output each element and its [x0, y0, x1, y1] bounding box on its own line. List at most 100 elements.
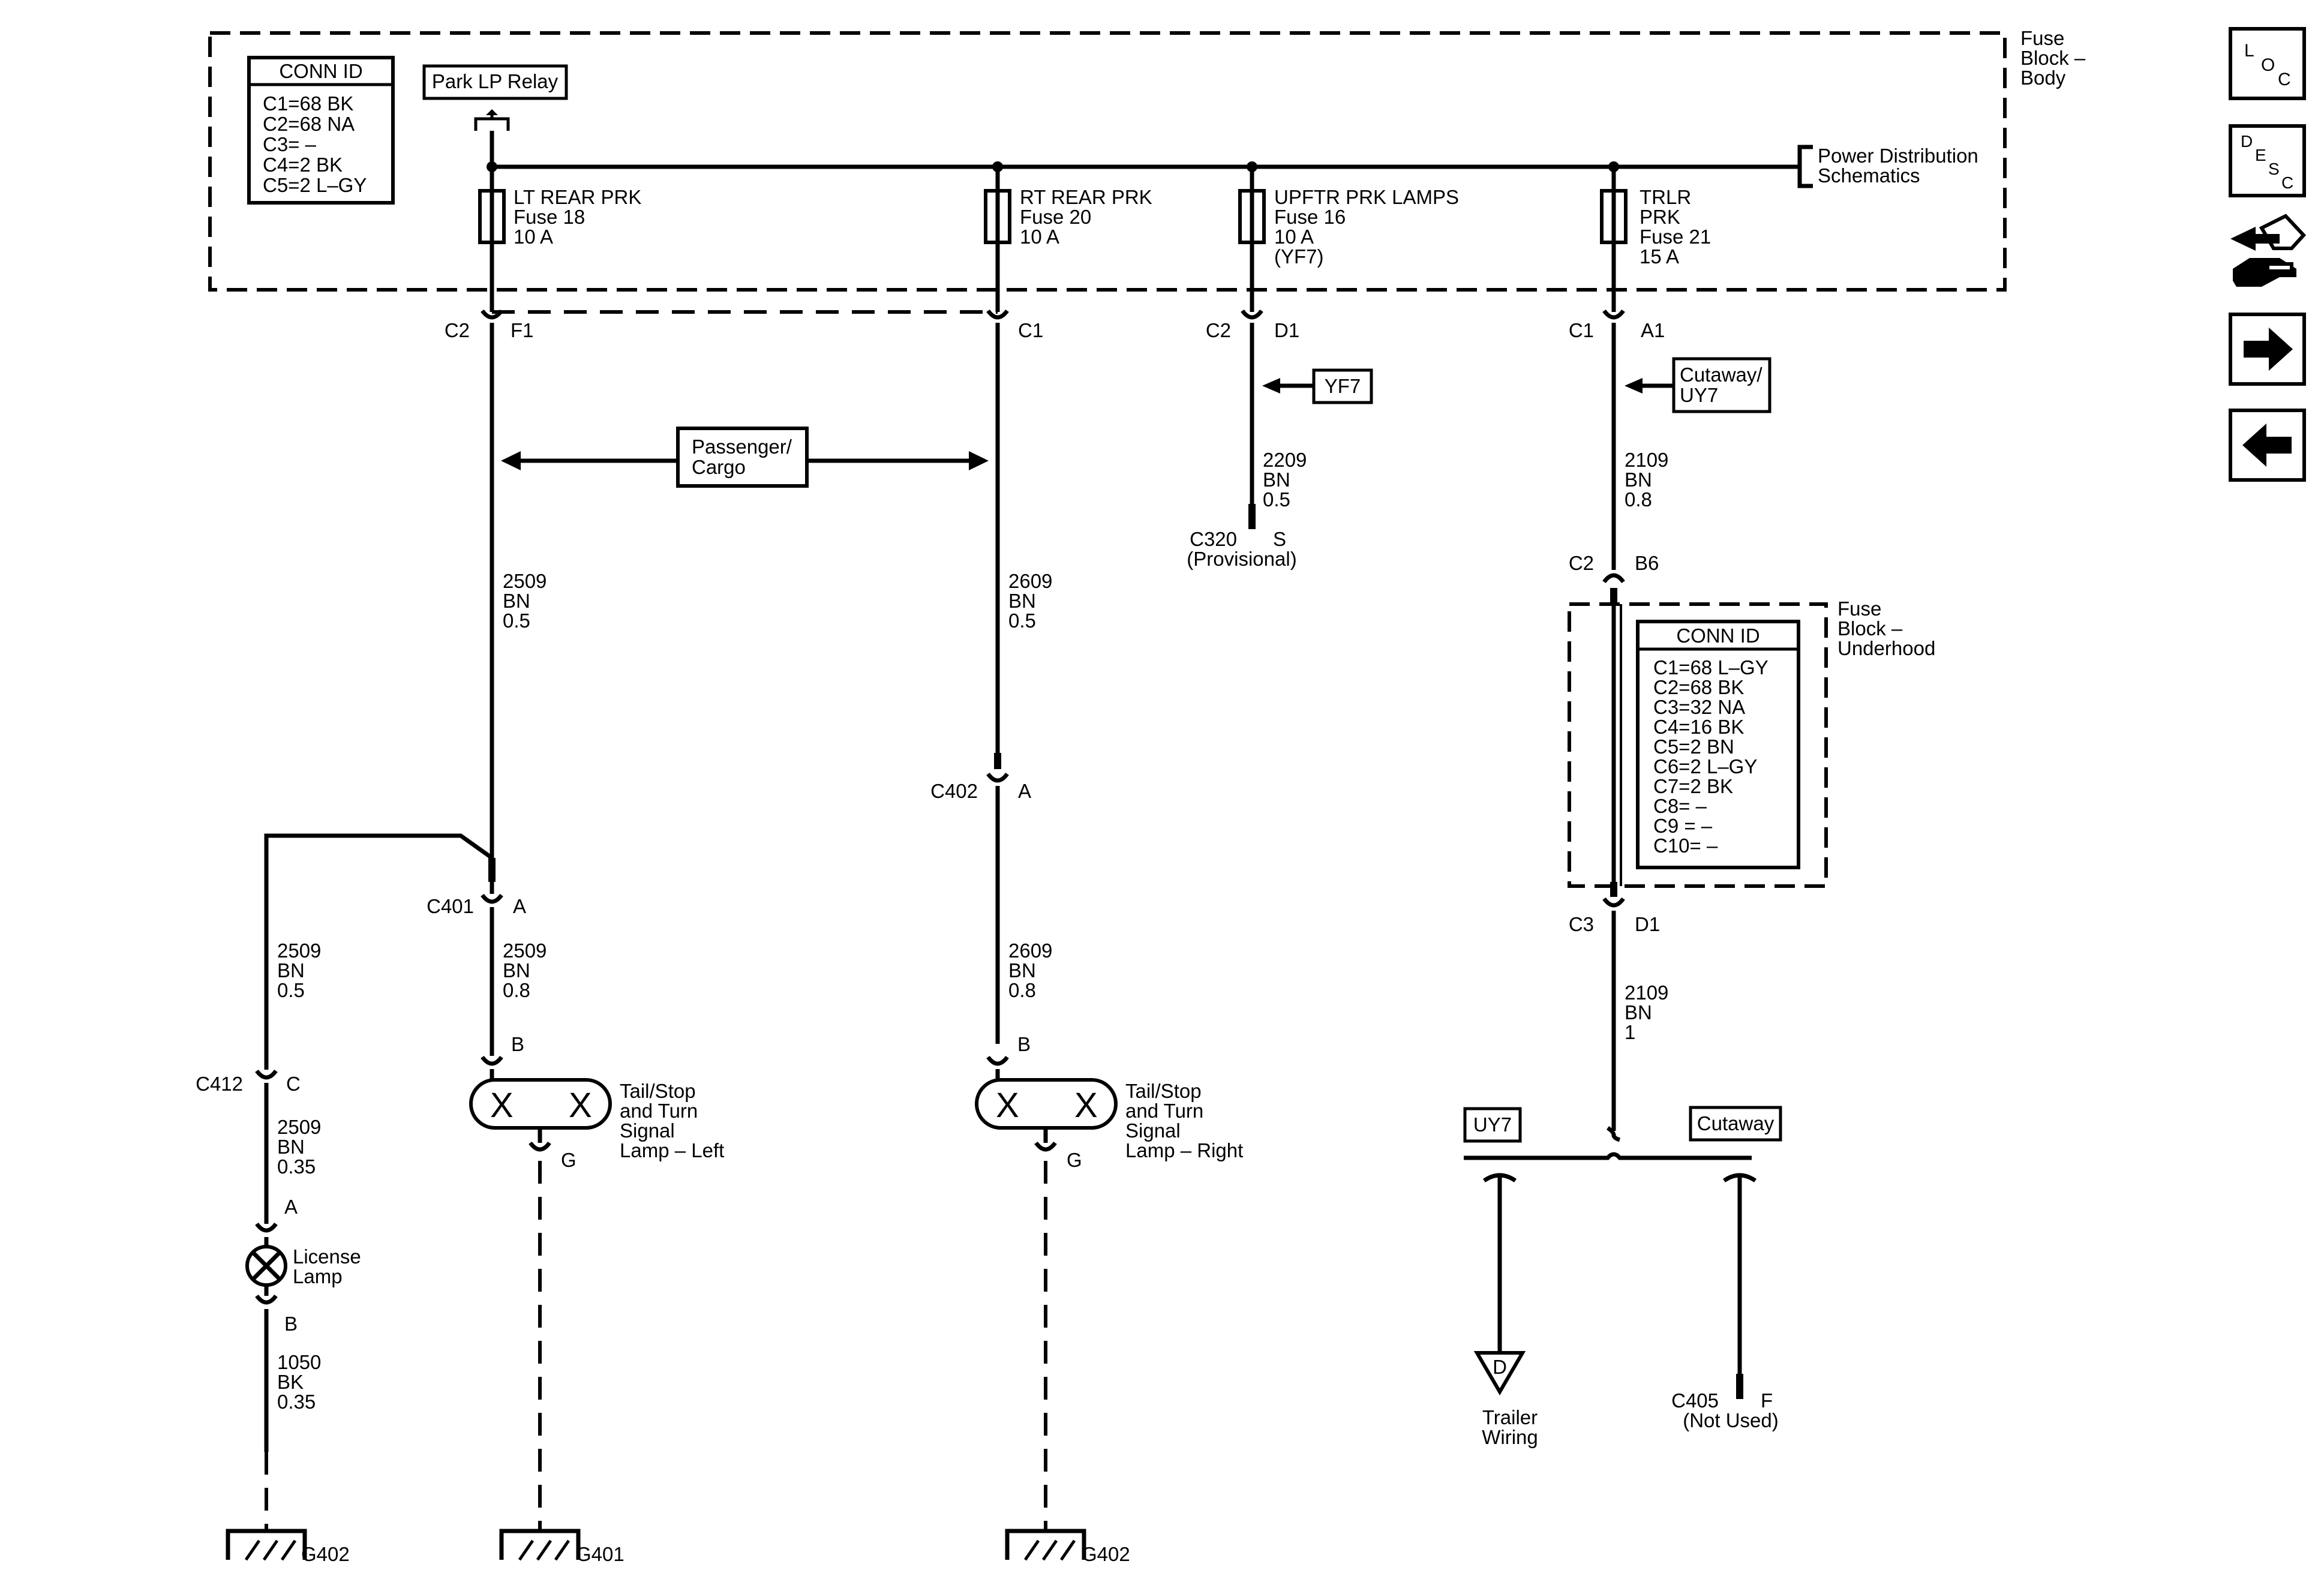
wire-label: 0.35: [277, 1391, 316, 1413]
connector-c2: C2: [1206, 319, 1231, 341]
fuse-label: (YF7): [1274, 245, 1324, 268]
fuse-block-underhood-title: Underhood: [1837, 637, 1935, 659]
wire-label: 2609: [1008, 570, 1052, 592]
wire-label: 0.35: [277, 1155, 316, 1178]
option-uy7: UY7: [1473, 1113, 1512, 1136]
connector-c401: C401: [427, 895, 474, 917]
wire-label: 2509: [503, 939, 547, 962]
circuit-2509: 2509 BN 0.5 C401 A 2509 BN 0.8 B: [264, 323, 547, 1080]
loc-letter: C: [2278, 70, 2291, 89]
wire-label: BN: [1625, 469, 1652, 491]
wire-label: BK: [277, 1371, 304, 1393]
power-distribution-label: Schematics: [1818, 164, 1920, 187]
conn-id-line: C7=2 BK: [1653, 775, 1733, 797]
fuse-label: Fuse 18: [514, 206, 585, 228]
connector-c402: C402: [930, 780, 978, 802]
wire-label: 2209: [1263, 449, 1307, 471]
previous-page-button[interactable]: [2229, 409, 2306, 482]
fuse-block-body-title-line-1: Fuse: [2020, 27, 2064, 49]
connector-c1: C1: [1018, 319, 1043, 341]
fuse-block-underhood-title: Fuse: [1837, 598, 1881, 620]
tail-stop-turn-lamp-left: X X Tail/Stop and Turn Signal Lamp – Lef…: [469, 1078, 724, 1531]
wire-label: 0.8: [1008, 979, 1036, 1001]
fuse-label: LT REAR PRK: [514, 186, 641, 208]
connector-c405: C405: [1671, 1389, 1719, 1412]
connector-c2: C2: [445, 319, 470, 341]
trailer-wiring-label: Trailer: [1482, 1406, 1538, 1428]
pin-g: G: [561, 1149, 577, 1171]
wire-label: 2109: [1625, 981, 1668, 1004]
pin-a: A: [513, 895, 526, 917]
circuit-2209: YF7 2209 BN 0.5 C320 S (Provisional): [1187, 323, 1373, 570]
fuse-label: Fuse 16: [1274, 206, 1346, 228]
loc-letter: O: [2261, 55, 2275, 75]
conn-id-line: C1=68 BK: [263, 92, 353, 115]
connector-c320: C320: [1190, 528, 1237, 550]
conn-id-line: C4=16 BK: [1653, 716, 1744, 738]
fuse-label: 10 A: [514, 226, 553, 248]
pin-s: S: [1273, 528, 1286, 550]
ground-label: G401: [576, 1543, 624, 1565]
lamp-label: Lamp – Left: [620, 1139, 724, 1161]
conn-id-line: C2=68 BK: [1653, 676, 1744, 698]
arrow-left-icon: [2242, 424, 2292, 467]
lamp-label: Signal: [620, 1119, 675, 1142]
trailer-wiring-reference-icon: [1473, 1351, 1526, 1395]
connector-c3: C3: [1569, 913, 1594, 935]
conn-id-line: C9 = –: [1653, 815, 1713, 837]
pin-f1: F1: [511, 319, 534, 341]
desc-letter: S: [2268, 160, 2280, 178]
next-page-button[interactable]: [2229, 313, 2306, 386]
conn-id-line: C4=2 BK: [263, 154, 343, 176]
location-button[interactable]: L O C: [2229, 27, 2306, 100]
conn-id-line: C3=32 NA: [1653, 696, 1745, 718]
lamp-label: and Turn: [620, 1100, 698, 1122]
pin-b: B: [511, 1033, 524, 1055]
pin-d1: D1: [1635, 913, 1660, 935]
license-branch: 2509 BN 0.5 C412 C 2509 BN 0.35 A Licens…: [196, 939, 361, 1531]
conn-id-box-body: CONN ID C1=68 BK C2=68 NA C3= – C4=2 BK …: [247, 56, 395, 205]
pin-d1: D1: [1274, 319, 1299, 341]
fuse-lt-rear-prk: LT REAR PRK Fuse 18 10 A: [478, 167, 641, 312]
fuse-trlr-prk: TRLR PRK Fuse 21 15 A: [1600, 167, 1711, 312]
ground-g402-left: G402: [226, 1529, 350, 1565]
description-button[interactable]: D E S C: [2229, 124, 2306, 197]
pin-b6: B6: [1635, 552, 1659, 574]
wire-label: 0.5: [277, 979, 305, 1001]
tail-stop-turn-lamp-right: X X Tail/Stop and Turn Signal Lamp – Rig…: [975, 1078, 1243, 1531]
wire-label: 2609: [1008, 939, 1052, 962]
pin-a1: A1: [1641, 319, 1665, 341]
fuse-rt-rear-prk: RT REAR PRK Fuse 20 10 A: [984, 167, 1152, 312]
wire-label: 1: [1625, 1021, 1635, 1043]
ground-label: G402: [301, 1543, 350, 1565]
bulb-x-icon: X: [569, 1086, 592, 1125]
conn-id-header: CONN ID: [279, 60, 362, 82]
conn-id-line: C5=2 L–GY: [263, 174, 367, 196]
lamp-label: Tail/Stop: [620, 1080, 696, 1102]
fuse-label: 15 A: [1640, 245, 1679, 268]
wire-label: 1050: [277, 1351, 321, 1373]
wire-label: 0.5: [1008, 610, 1036, 632]
park-lp-relay-label: Park LP Relay: [432, 70, 559, 92]
ground-g402-right: G402: [1005, 1529, 1130, 1565]
bulb-x-icon: X: [490, 1086, 514, 1125]
harness-connector-button[interactable]: [2230, 214, 2307, 287]
option-cutaway: Cutaway: [1697, 1112, 1774, 1134]
desc-letter: C: [2281, 173, 2293, 192]
pin-b: B: [284, 1313, 298, 1335]
fuse-block-body-title-line-2: Block –: [2020, 47, 2086, 69]
conn-id-line: C2=68 NA: [263, 113, 355, 135]
lamp-label: Lamp – Right: [1125, 1139, 1243, 1161]
wire-label: BN: [1625, 1001, 1652, 1023]
wire-label: 0.8: [503, 979, 530, 1001]
fuse-label: PRK: [1640, 206, 1680, 228]
circuit-2109: Cutaway/ UY7 2109 BN 0.8 C2 B6 CONN ID C…: [1463, 323, 1935, 1448]
option-yf7: YF7: [1325, 375, 1361, 397]
conn-id-line: C1=68 L–GY: [1653, 656, 1768, 679]
fuse-label: Fuse 21: [1640, 226, 1711, 248]
wire-label: BN: [277, 1136, 305, 1158]
conn-id-line: C6=2 L–GY: [1653, 755, 1757, 778]
power-distribution-label: Power Distribution: [1818, 145, 1978, 167]
option-cutaway-uy7: Cutaway/: [1680, 364, 1762, 386]
wire-label: 0.5: [503, 610, 530, 632]
